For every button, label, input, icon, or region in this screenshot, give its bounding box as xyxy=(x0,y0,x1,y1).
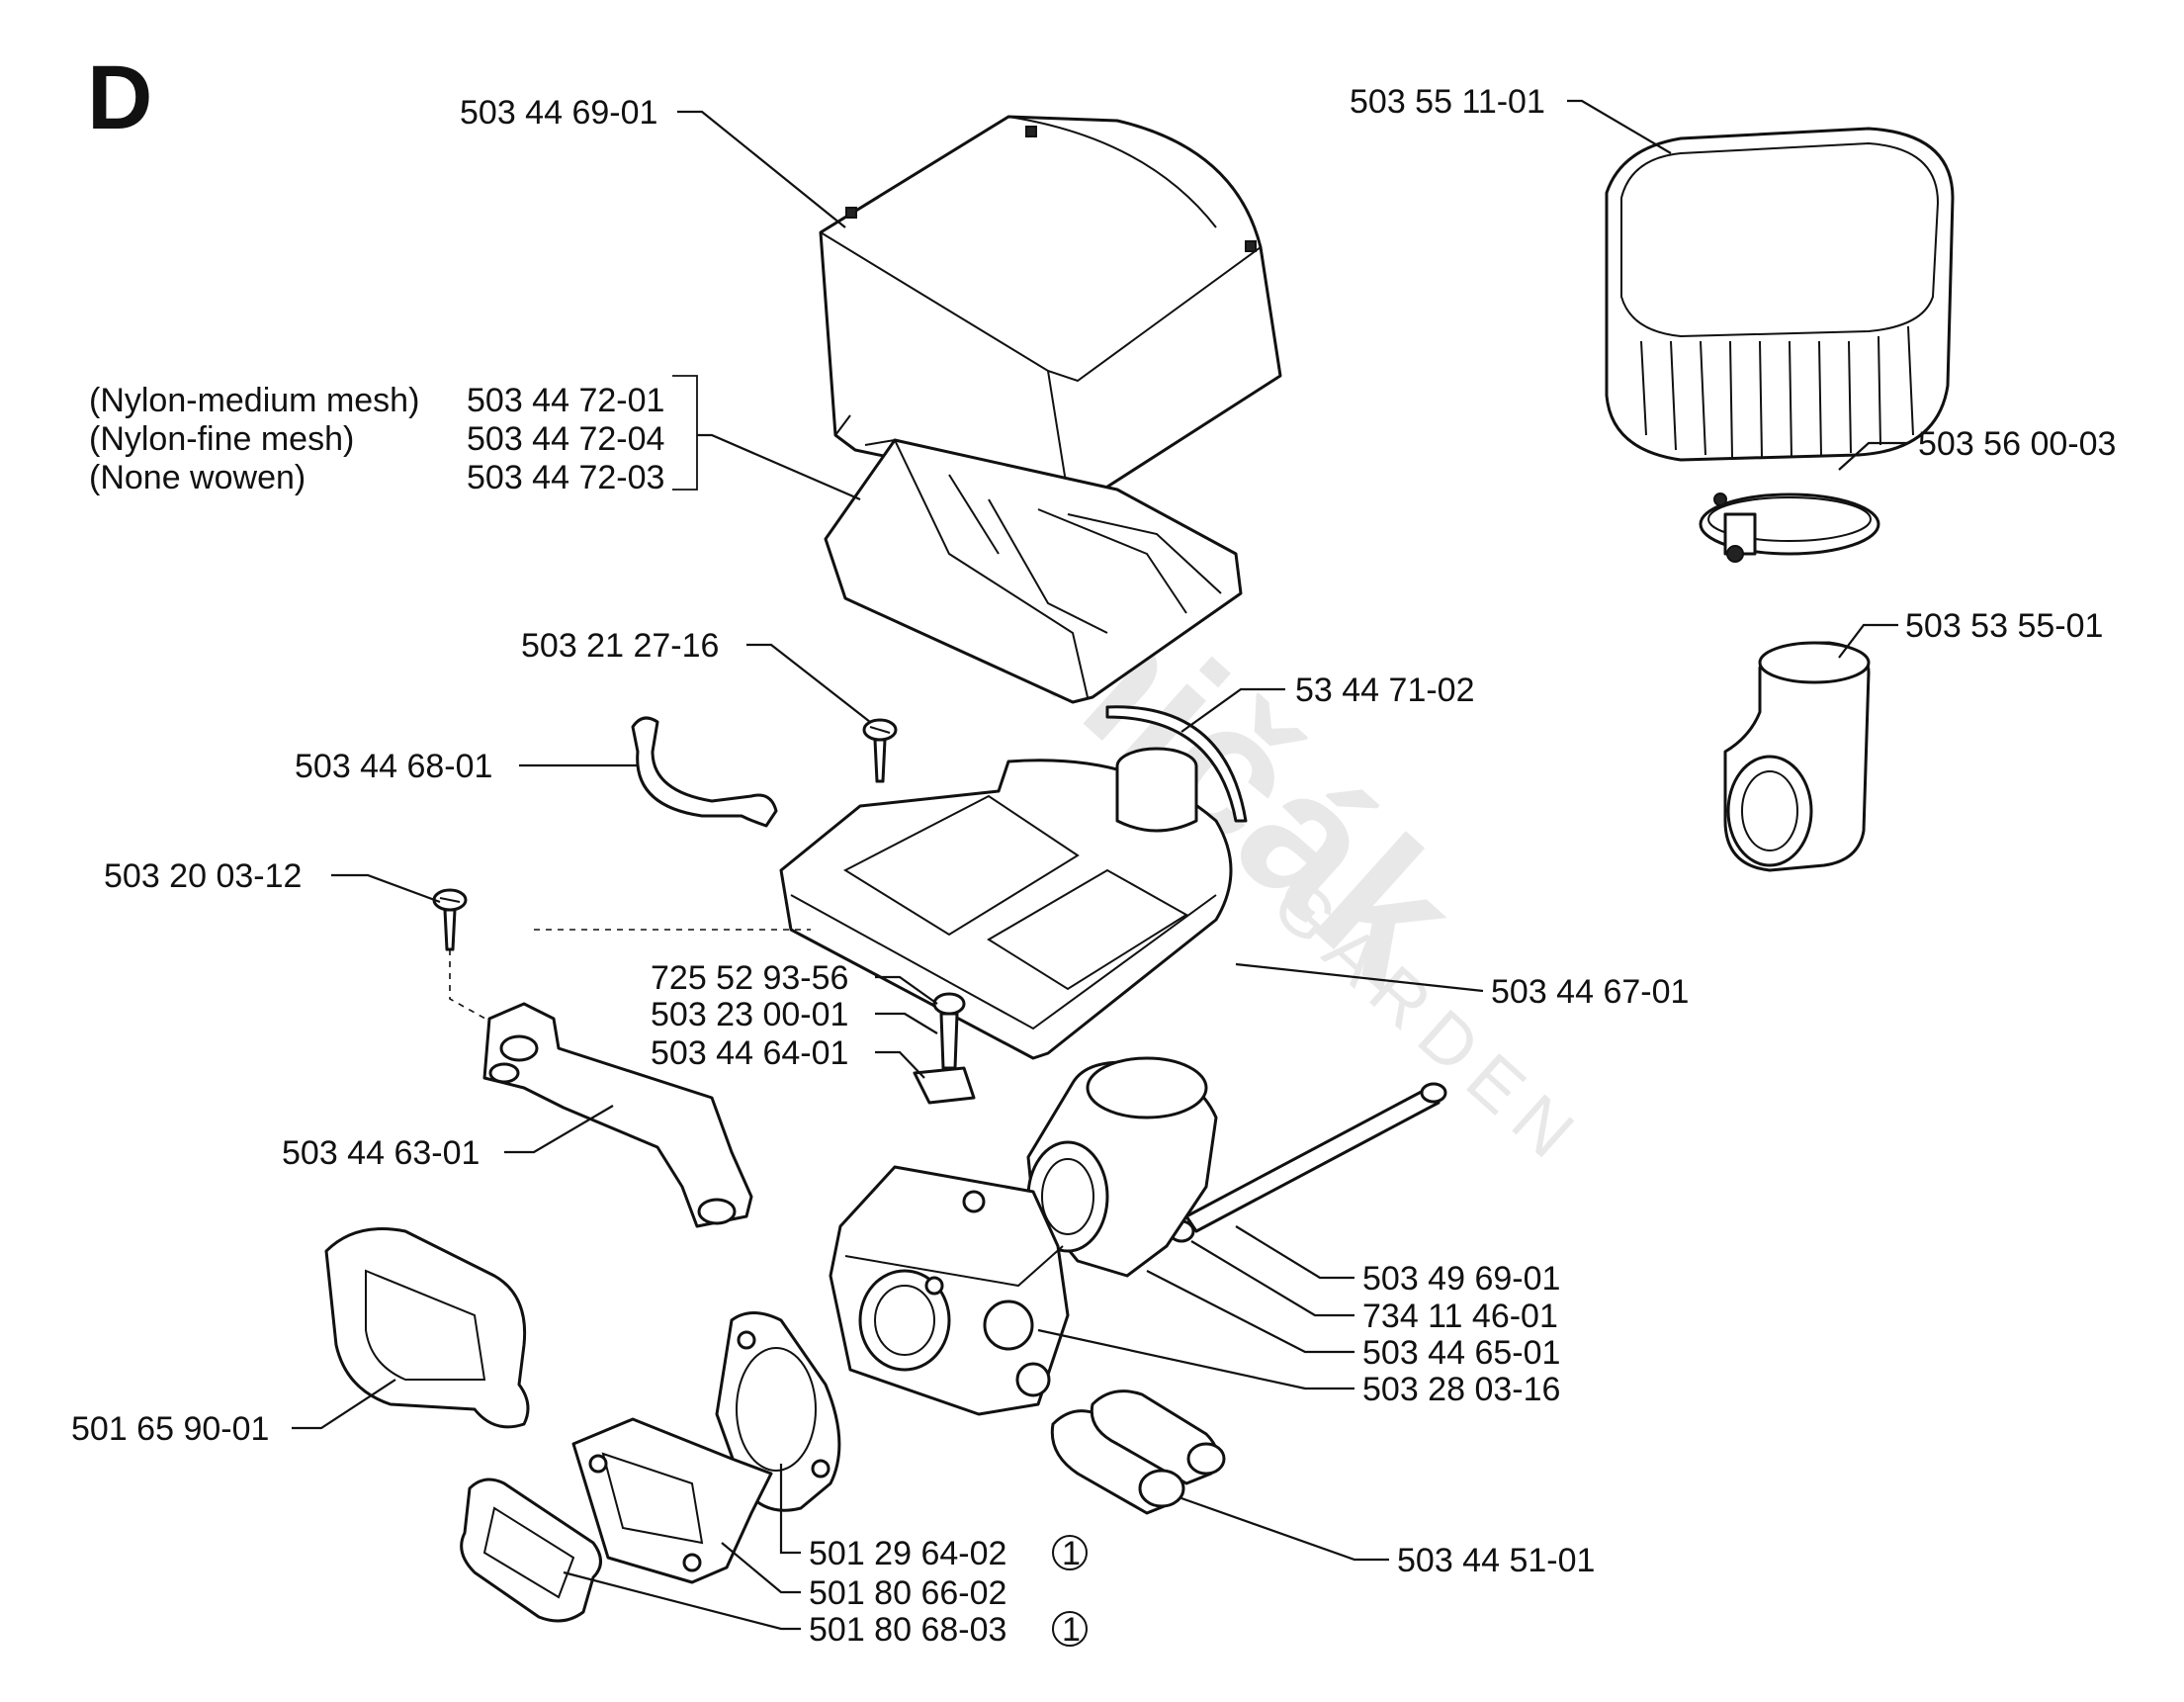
label-53-44-71-02: 53 44 71-02 xyxy=(1295,672,1475,709)
round-air-filter xyxy=(1605,127,1955,462)
label-503-44-67-01: 503 44 67-01 xyxy=(1491,973,1689,1011)
hose-clamp xyxy=(1699,493,1880,563)
mesh-part-3: 503 44 72-03 xyxy=(467,459,664,496)
bolt-stack xyxy=(913,992,976,1105)
label-503-28-03-16: 503 28 03-16 xyxy=(1362,1371,1560,1408)
label-503-44-68-01: 503 44 68-01 xyxy=(295,748,492,785)
air-filter-cover xyxy=(819,115,1282,501)
intake-flange xyxy=(1026,1056,1218,1278)
long-screw xyxy=(1168,1082,1447,1243)
intake-elbow xyxy=(1723,641,1871,872)
label-501-80-66-02: 501 80 66-02 xyxy=(809,1574,1006,1612)
label-503-44-63-01: 503 44 63-01 xyxy=(282,1134,480,1172)
label-503-53-55-01: 503 53 55-01 xyxy=(1905,607,2103,645)
mesh-part-1: 503 44 72-01 xyxy=(467,382,664,419)
leader-lines xyxy=(292,99,1908,1631)
label-503-20-03-12: 503 20 03-12 xyxy=(104,857,302,895)
label-501-80-68-03: 501 80 68-03 xyxy=(809,1611,1006,1649)
mesh-desc-1: (Nylon-medium mesh) xyxy=(89,382,419,419)
seal-strip xyxy=(1105,705,1248,823)
carburetor xyxy=(829,1165,1070,1416)
label-503-44-51-01: 503 44 51-01 xyxy=(1397,1542,1595,1579)
intake-boot xyxy=(324,1227,530,1429)
note-marker-1-text: 1 xyxy=(1062,1535,1081,1572)
label-734-11-46-01: 734 11 46-01 xyxy=(1362,1298,1558,1335)
label-503-21-27-16: 503 21 27-16 xyxy=(521,627,719,665)
block-gasket xyxy=(460,1478,602,1623)
mesh-desc-3: (None wowen) xyxy=(89,459,306,496)
callout-labels: 503 44 69-01 503 55 11-01 (Nylon-medium … xyxy=(71,83,2116,1649)
label-503-44-64-01: 503 44 64-01 xyxy=(651,1034,848,1072)
note-marker-1: 1 xyxy=(1052,1535,1088,1572)
label-503-44-69-01: 503 44 69-01 xyxy=(460,94,657,132)
label-501-65-90-01: 501 65 90-01 xyxy=(71,1410,269,1448)
label-501-29-64-02: 501 29 64-02 xyxy=(809,1535,1006,1572)
note-marker-2: 1 xyxy=(1052,1611,1088,1649)
note-marker-2-text: 1 xyxy=(1062,1611,1081,1649)
mesh-desc-2: (Nylon-fine mesh) xyxy=(89,420,354,458)
label-503-44-65-01: 503 44 65-01 xyxy=(1362,1334,1560,1372)
mounting-bracket xyxy=(482,1002,753,1228)
label-503-55-11-01: 503 55 11-01 xyxy=(1350,83,1545,121)
mesh-part-2: 503 44 72-04 xyxy=(467,420,664,458)
fuel-fittings xyxy=(1050,1389,1226,1515)
screw-a xyxy=(862,718,898,783)
label-503-23-00-01: 503 23 00-01 xyxy=(651,996,848,1033)
label-725-52-93-56: 725 52 93-56 xyxy=(651,959,848,997)
air-filter-element xyxy=(824,438,1243,704)
screw-b xyxy=(432,888,495,1025)
label-503-56-00-03: 503 56 00-03 xyxy=(1918,425,2116,463)
insulator-block xyxy=(571,1417,773,1584)
carburetor-gasket xyxy=(715,1311,841,1512)
label-503-49-69-01: 503 49 69-01 xyxy=(1362,1260,1560,1298)
filter-base-plate xyxy=(534,747,1233,1060)
spring-clip xyxy=(631,716,778,828)
section-letter: D xyxy=(87,47,152,148)
